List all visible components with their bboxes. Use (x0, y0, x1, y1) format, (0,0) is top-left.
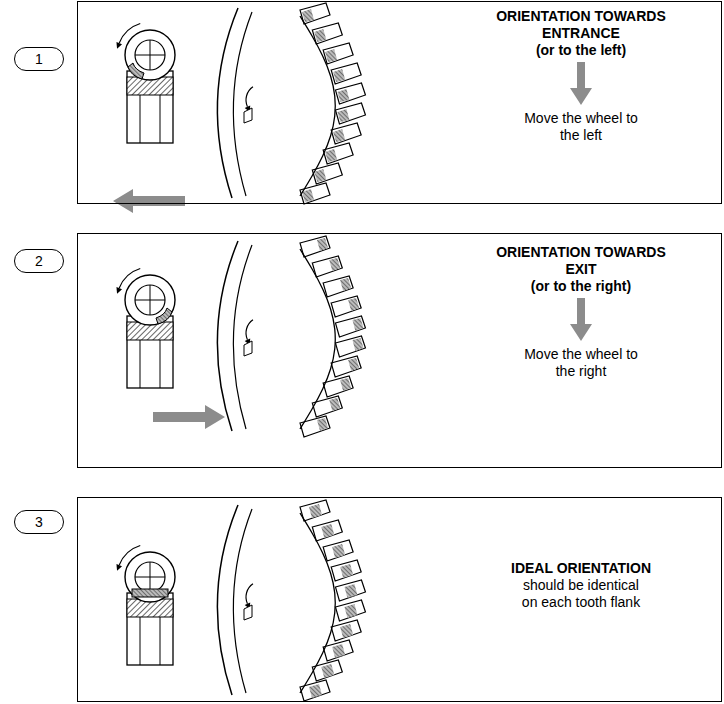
panel-instruction: should be identical on each tooth flank (514, 577, 649, 611)
text-column: ORIENTATION TOWARDS EXIT(or to the right… (451, 244, 711, 380)
instruction-panel: ORIENTATION TOWARDS ENTRANCE(or to the l… (77, 1, 722, 204)
panel-instruction: Move the wheel to the left (521, 110, 641, 144)
move-right-arrow (153, 405, 225, 429)
down-arrow (569, 62, 593, 106)
callout-text: 3 (35, 514, 43, 530)
text-column: IDEAL ORIENTATIONshould be identical on … (451, 560, 711, 610)
callout-text: 1 (35, 51, 43, 67)
gear-and-wheel (116, 236, 365, 437)
panel-heading: ORIENTATION TOWARDS EXIT (486, 244, 676, 278)
panel-heading: (or to the left) (486, 42, 676, 59)
down-arrow (569, 298, 593, 342)
gear-and-wheel (116, 500, 365, 701)
callout-number: 3 (14, 510, 64, 534)
callout-number: 1 (14, 47, 64, 71)
instruction-panel: ORIENTATION TOWARDS EXIT(or to the right… (77, 233, 722, 468)
move-left-arrow (113, 189, 185, 213)
callout-text: 2 (35, 253, 43, 269)
gear-and-wheel (116, 3, 365, 204)
panel-heading: ORIENTATION TOWARDS ENTRANCE (486, 8, 676, 42)
callout-number: 2 (14, 249, 64, 273)
instruction-panel: IDEAL ORIENTATIONshould be identical on … (77, 497, 722, 702)
panel-heading: (or to the right) (486, 278, 676, 295)
text-column: ORIENTATION TOWARDS ENTRANCE(or to the l… (451, 8, 711, 144)
panel-heading: IDEAL ORIENTATION (486, 560, 676, 577)
panel-instruction: Move the wheel to the right (521, 346, 641, 380)
